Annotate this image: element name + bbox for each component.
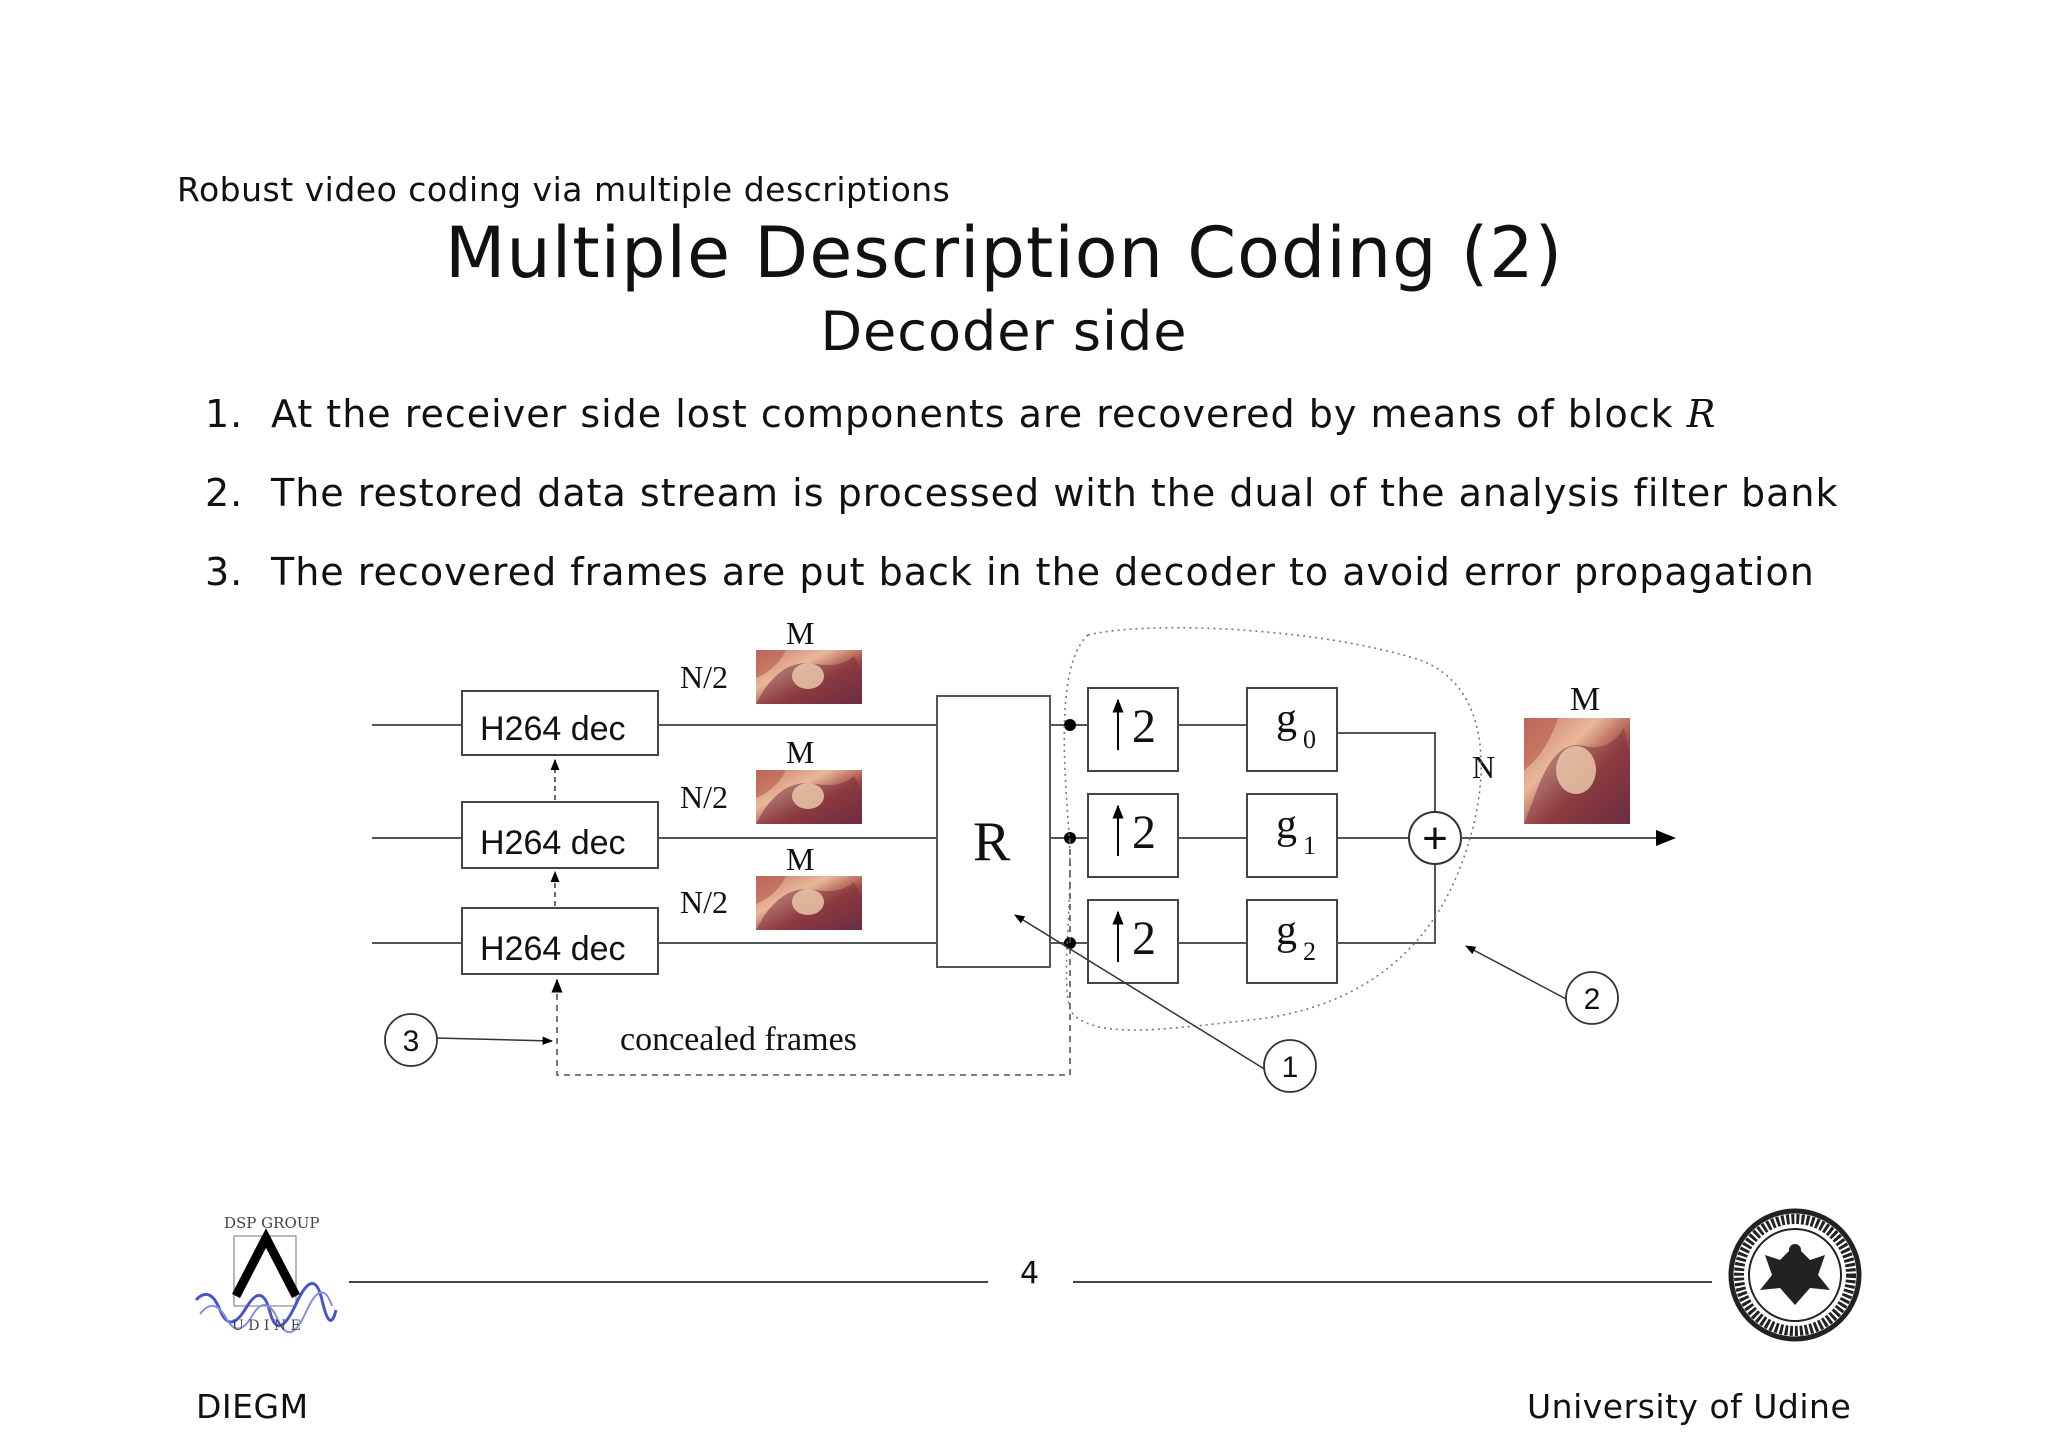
m-label-3: M <box>786 841 814 877</box>
list-item: 3. The recovered frames are put back in … <box>205 550 2005 629</box>
n-half-label-2: N/2 <box>680 779 728 815</box>
frame-thumbnail-2 <box>756 770 862 824</box>
m-label-2: M <box>786 734 814 770</box>
upsampler-1: 2 <box>1087 687 1179 772</box>
upsampler-to-filter-lines <box>1178 724 1247 944</box>
svg-text:1: 1 <box>1303 831 1316 860</box>
svg-text:2: 2 <box>1132 912 1156 965</box>
callout-2: 2 <box>1465 945 1619 1025</box>
upsampler-3: 2 <box>1087 899 1179 984</box>
filter-bank-boundary <box>1063 626 1482 1031</box>
list-item: 2. The restored data stream is processed… <box>205 471 2005 550</box>
dsp-group-logo: DSP GROUP U D I N E <box>194 1214 338 1334</box>
footer-right-label: University of Udine <box>1527 1387 1852 1426</box>
h264-decoder-3: H264 dec <box>461 907 659 975</box>
upsampler-2: 2 <box>1087 793 1179 878</box>
svg-text:2: 2 <box>1132 806 1156 859</box>
list-item-number: 3. <box>205 550 244 594</box>
svg-text:g: g <box>1276 908 1297 954</box>
n-half-label-3: N/2 <box>680 884 728 920</box>
list-item-number: 1. <box>205 392 244 436</box>
slide-title: Multiple Description Coding (2) <box>444 212 1564 294</box>
m-label-1: M <box>786 615 814 651</box>
svg-text:+: + <box>1422 814 1448 863</box>
callout-1: 1 <box>1014 914 1317 1093</box>
summing-junction: + <box>1408 811 1462 865</box>
synthesis-filter-g2: g 2 <box>1246 899 1338 984</box>
n-half-label-1: N/2 <box>680 659 728 695</box>
output-m-label: M <box>1570 681 1600 718</box>
svg-text:3: 3 <box>403 1025 420 1058</box>
input-lines <box>372 724 462 944</box>
junction-dots <box>1064 719 1076 949</box>
feedback-path <box>556 838 1071 1076</box>
svg-text:H264 dec: H264 dec <box>480 930 626 968</box>
h264-decoder-2: H264 dec <box>461 801 659 869</box>
svg-text:U D I N E: U D I N E <box>232 1318 301 1334</box>
svg-text:H264 dec: H264 dec <box>480 824 626 862</box>
concealed-frames-label: concealed frames <box>620 1021 857 1058</box>
frame-thumbnail-3 <box>756 876 862 930</box>
svg-text:0: 0 <box>1303 725 1316 754</box>
list-item-number: 2. <box>205 471 244 515</box>
svg-text:2: 2 <box>1584 983 1601 1016</box>
list-item-text: The recovered frames are put back in the… <box>271 550 1815 594</box>
footer-left-label: DIEGM <box>196 1387 309 1426</box>
callout-3: 3 <box>384 1013 554 1067</box>
svg-text:g: g <box>1276 696 1297 742</box>
svg-text:R: R <box>973 811 1011 873</box>
n-label: N <box>1472 749 1495 785</box>
synthesis-filter-g1: g 1 <box>1246 793 1338 878</box>
svg-text:1: 1 <box>1282 1051 1299 1084</box>
frame-thumbnail-1 <box>756 650 862 704</box>
section-header: Robust video coding via multiple descrip… <box>177 170 951 209</box>
slide-subtitle: Decoder side <box>820 300 1188 363</box>
output-frame-thumbnail <box>1524 718 1630 824</box>
block-r-symbol: R <box>1686 392 1717 436</box>
list-item: 1. At the receiver side lost components … <box>205 392 2005 471</box>
numbered-list: 1. At the receiver side lost components … <box>205 392 2005 629</box>
list-item-text: At the receiver side lost components are… <box>271 392 1717 436</box>
h264-decoder-1: H264 dec <box>461 690 659 756</box>
svg-text:g: g <box>1276 802 1297 848</box>
svg-text:2: 2 <box>1303 937 1316 966</box>
decoder-to-r-lines <box>658 724 937 944</box>
list-item-text: The restored data stream is processed wi… <box>271 471 1839 515</box>
filter-to-sum-lines <box>1337 732 1436 944</box>
svg-text:H264 dec: H264 dec <box>480 710 626 748</box>
university-seal <box>1728 1208 1862 1342</box>
svg-text:DSP GROUP: DSP GROUP <box>224 1214 319 1232</box>
synthesis-filter-g0: g 0 <box>1246 687 1338 772</box>
svg-text:2: 2 <box>1132 700 1156 753</box>
page-number: 4 <box>1020 1256 1040 1291</box>
recovery-block-r: R <box>936 695 1051 968</box>
